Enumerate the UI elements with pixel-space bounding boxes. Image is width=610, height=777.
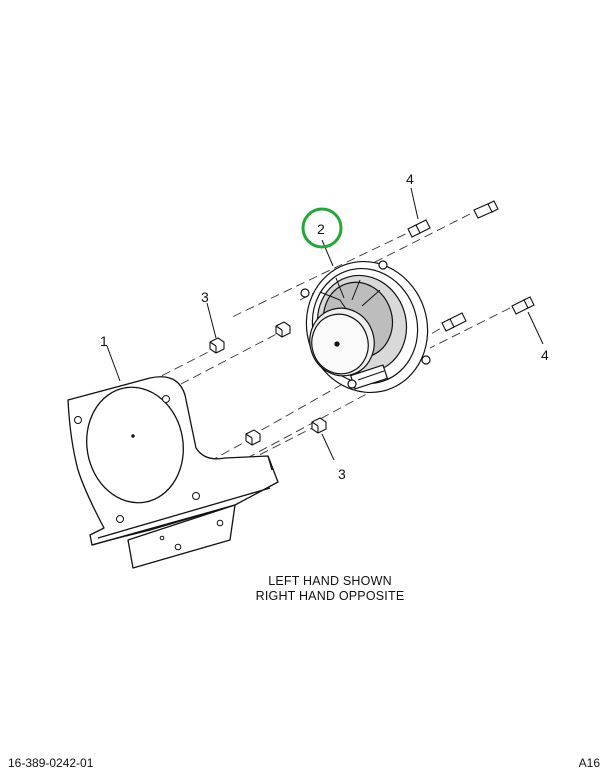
screw-lower-left: [441, 312, 467, 332]
callout-4-upper: 4: [406, 171, 414, 187]
mounting-bracket: [67, 376, 279, 569]
callout-2: 2: [317, 221, 325, 237]
speaker: [300, 260, 431, 394]
callout-3-lower: 3: [338, 466, 346, 482]
screw-upper-right: [473, 200, 499, 219]
callout-4-lower: 4: [541, 347, 549, 363]
drawing-number: 16-389-0242-01: [8, 756, 94, 770]
callout-1: 1: [100, 333, 108, 349]
orientation-note: LEFT HAND SHOWN RIGHT HAND OPPOSITE: [200, 574, 460, 604]
nut-upper-left: [209, 337, 225, 354]
note-line-2: RIGHT HAND OPPOSITE: [255, 589, 405, 603]
highlight-circle: [301, 207, 343, 249]
leader-lines: [106, 187, 544, 461]
note-line-1: LEFT HAND SHOWN: [268, 574, 392, 588]
screw-lower-right: [511, 296, 535, 315]
bracket-holes: [74, 395, 224, 551]
nut-lower-left: [245, 429, 261, 446]
nut-lower-right: [311, 417, 327, 434]
nut-upper-right: [275, 321, 291, 338]
screw-upper-left: [407, 219, 431, 238]
callout-3-upper: 3: [201, 289, 209, 305]
sheet-number: A16: [578, 756, 600, 770]
